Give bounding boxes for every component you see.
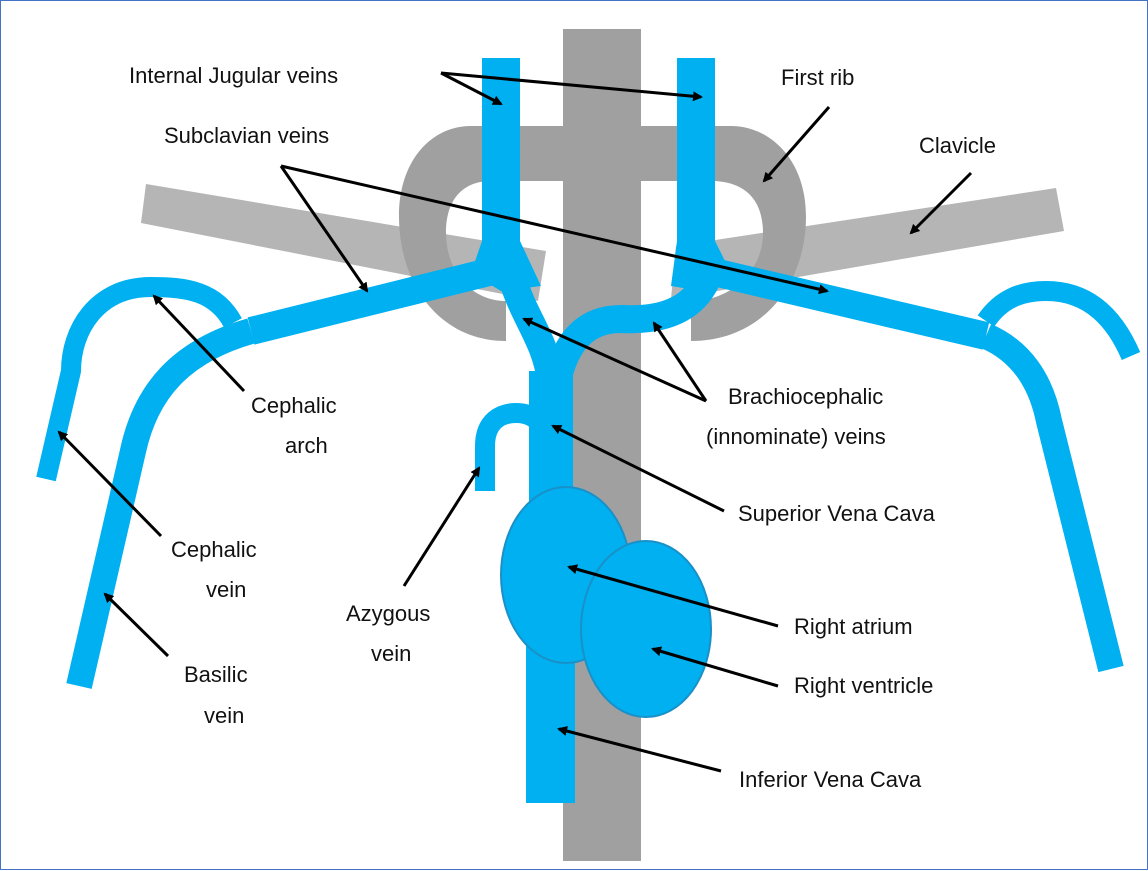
arrow-basilic [105,594,168,656]
label-subclavian: Subclavian veins [164,123,329,148]
internal-jugular-left [482,58,520,268]
basilic-vein-left [79,331,251,686]
internal-jugular-right [677,58,715,268]
label-internal-jugular: Internal Jugular veins [129,63,338,88]
label-basilic-2: vein [204,703,244,728]
arrow-azygous [404,468,479,586]
label-right-ventricle: Right ventricle [794,673,933,698]
label-brachiocephalic-1: Brachiocephalic [728,384,883,409]
label-svc: Superior Vena Cava [738,501,936,526]
label-first-rib: First rib [781,65,854,90]
basilic-vein-right [986,336,1111,669]
label-basilic-1: Basilic [184,662,248,687]
brachiocephalic-left [513,281,551,381]
label-ivc: Inferior Vena Cava [739,767,922,792]
right-ventricle [581,541,711,717]
label-azygous-2: vein [371,641,411,666]
label-brachiocephalic-2: (innominate) veins [706,424,886,449]
label-cephalic-vein-2: vein [206,577,246,602]
label-cephalic-vein-1: Cephalic [171,537,257,562]
label-right-atrium: Right atrium [794,614,913,639]
label-clavicle: Clavicle [919,133,996,158]
label-cephalic-arch-2: arch [285,433,328,458]
label-azygous-1: Azygous [346,601,430,626]
label-cephalic-arch-1: Cephalic [251,393,337,418]
